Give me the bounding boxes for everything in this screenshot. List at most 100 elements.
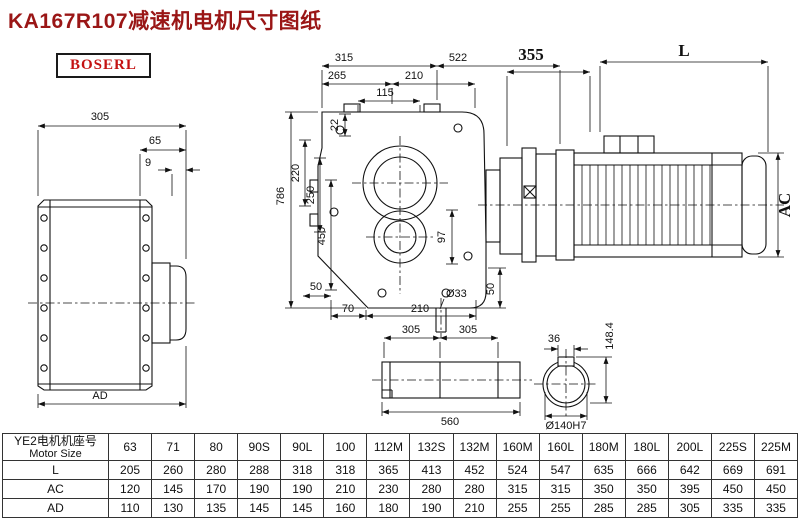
- dim-front-210-bottom: 210: [411, 303, 429, 315]
- dim-value-cell: 642: [667, 460, 712, 480]
- dim-motor-L: L: [678, 41, 689, 60]
- dim-value-cell: 135: [194, 498, 239, 518]
- dim-value-cell: 288: [237, 460, 282, 480]
- dim-front-265: 265: [328, 70, 346, 82]
- dim-value-cell: 190: [280, 479, 325, 499]
- header-en: Motor Size: [29, 447, 82, 460]
- dim-value-cell: 691: [753, 460, 799, 480]
- dim-value-cell: 547: [538, 460, 583, 480]
- dim-value-cell: 318: [323, 460, 368, 480]
- table-corner-header: YE2电机机座号 Motor Size: [2, 433, 109, 461]
- dim-value-cell: 413: [409, 460, 454, 480]
- dim-value-cell: 190: [237, 479, 282, 499]
- motor-size-table: YE2电机机座号 Motor Size 63 71 80 90S 90L 100…: [2, 433, 799, 518]
- table-header-row: YE2电机机座号 Motor Size 63 71 80 90S 90L 100…: [2, 433, 799, 461]
- dim-front-70: 70: [342, 303, 354, 315]
- dim-front-115: 115: [376, 87, 394, 99]
- dim-value-cell: 280: [409, 479, 454, 499]
- motor-view: 355 L AC: [478, 41, 794, 263]
- shaft-view-dimensions: 305 305 560: [381, 324, 521, 428]
- bore-section-view: 36 148.4 Ø140H7: [534, 322, 616, 432]
- size-col-header: 71: [151, 433, 196, 461]
- page-title: KA167R107减速机电机尺寸图纸: [8, 10, 322, 33]
- front-view-dimensions: 315 522 265 210 115 786 220: [275, 52, 561, 320]
- size-col-header: 63: [107, 433, 153, 461]
- dim-value-cell: 145: [280, 498, 325, 518]
- header-cn: YE2电机机座号: [14, 433, 97, 448]
- dim-value-cell: 170: [194, 479, 239, 499]
- size-col-header: 180L: [624, 433, 669, 461]
- size-col-header: 100: [323, 433, 368, 461]
- dim-row-label: AD: [2, 498, 109, 518]
- dim-value-cell: 350: [624, 479, 669, 499]
- table-row-L: L 205 260 280 288 318 318 365 413 452 52…: [2, 460, 799, 480]
- dim-front-315: 315: [335, 52, 353, 64]
- dim-front-210-top: 210: [405, 70, 423, 82]
- dim-value-cell: 305: [667, 498, 712, 518]
- dim-value-cell: 145: [151, 479, 196, 499]
- dim-value-cell: 120: [107, 479, 153, 499]
- dim-value-cell: 285: [624, 498, 669, 518]
- size-col-header: 112M: [366, 433, 411, 461]
- size-col-header: 200L: [667, 433, 712, 461]
- dim-value-cell: 365: [366, 460, 411, 480]
- dim-bore-148: 148.4: [604, 322, 616, 350]
- dim-front-250: 250: [305, 186, 317, 204]
- side-view: 305 65 9 AD: [28, 111, 200, 408]
- dim-shaft-305-a: 305: [402, 324, 420, 336]
- dim-value-cell: 210: [452, 498, 497, 518]
- dim-value-cell: 335: [710, 498, 755, 518]
- dim-value-cell: 395: [667, 479, 712, 499]
- dim-side-9: 9: [145, 157, 151, 169]
- front-view: 315 522 265 210 115 786 220: [275, 52, 561, 338]
- dim-value-cell: 669: [710, 460, 755, 480]
- table-row-AD: AD 110 130 135 145 145 160 180 190 210 2…: [2, 498, 799, 518]
- dim-row-label: AC: [2, 479, 109, 499]
- shaft-view: 305 305 560: [372, 324, 532, 428]
- dim-value-cell: 285: [581, 498, 626, 518]
- size-col-header: 225S: [710, 433, 755, 461]
- size-col-header: 225M: [753, 433, 799, 461]
- bore-view-dimensions: 36 148.4 Ø140H7: [544, 322, 616, 432]
- shaft-body: [381, 361, 521, 399]
- dim-value-cell: 130: [151, 498, 196, 518]
- dim-value-cell: 666: [624, 460, 669, 480]
- size-col-header: 90L: [280, 433, 325, 461]
- dim-side-305: 305: [91, 111, 109, 123]
- dim-value-cell: 452: [452, 460, 497, 480]
- dim-value-cell: 210: [323, 479, 368, 499]
- side-view-dimensions: 305 65 9 AD: [37, 111, 200, 408]
- dim-front-220: 220: [290, 164, 302, 182]
- dim-value-cell: 318: [280, 460, 325, 480]
- dim-value-cell: 524: [495, 460, 540, 480]
- dim-value-cell: 450: [753, 479, 799, 499]
- size-col-header: 180M: [581, 433, 626, 461]
- dim-value-cell: 280: [452, 479, 497, 499]
- dim-value-cell: 350: [581, 479, 626, 499]
- dim-value-cell: 110: [107, 498, 153, 518]
- dim-value-cell: 450: [710, 479, 755, 499]
- dim-value-cell: 190: [409, 498, 454, 518]
- dim-value-cell: 260: [151, 460, 196, 480]
- dim-value-cell: 160: [323, 498, 368, 518]
- dim-front-50-right: 50: [485, 283, 497, 295]
- dim-motor-AC: AC: [775, 193, 794, 218]
- dim-value-cell: 230: [366, 479, 411, 499]
- dim-value-cell: 180: [366, 498, 411, 518]
- size-col-header: 160L: [538, 433, 583, 461]
- dim-front-dia33: Ø33: [446, 288, 467, 300]
- dim-bore-36: 36: [548, 333, 560, 345]
- front-housing-outline: [317, 111, 487, 309]
- dim-value-cell: 280: [194, 460, 239, 480]
- dim-value-cell: 145: [237, 498, 282, 518]
- dim-front-522: 522: [449, 52, 467, 64]
- side-housing-outline: [37, 199, 153, 391]
- dim-value-cell: 255: [495, 498, 540, 518]
- dim-value-cell: 205: [107, 460, 153, 480]
- size-col-header: 90S: [237, 433, 282, 461]
- dim-value-cell: 315: [495, 479, 540, 499]
- dim-value-cell: 255: [538, 498, 583, 518]
- dim-row-label: L: [2, 460, 109, 480]
- dim-front-50-left: 50: [310, 281, 322, 293]
- size-col-header: 132M: [452, 433, 497, 461]
